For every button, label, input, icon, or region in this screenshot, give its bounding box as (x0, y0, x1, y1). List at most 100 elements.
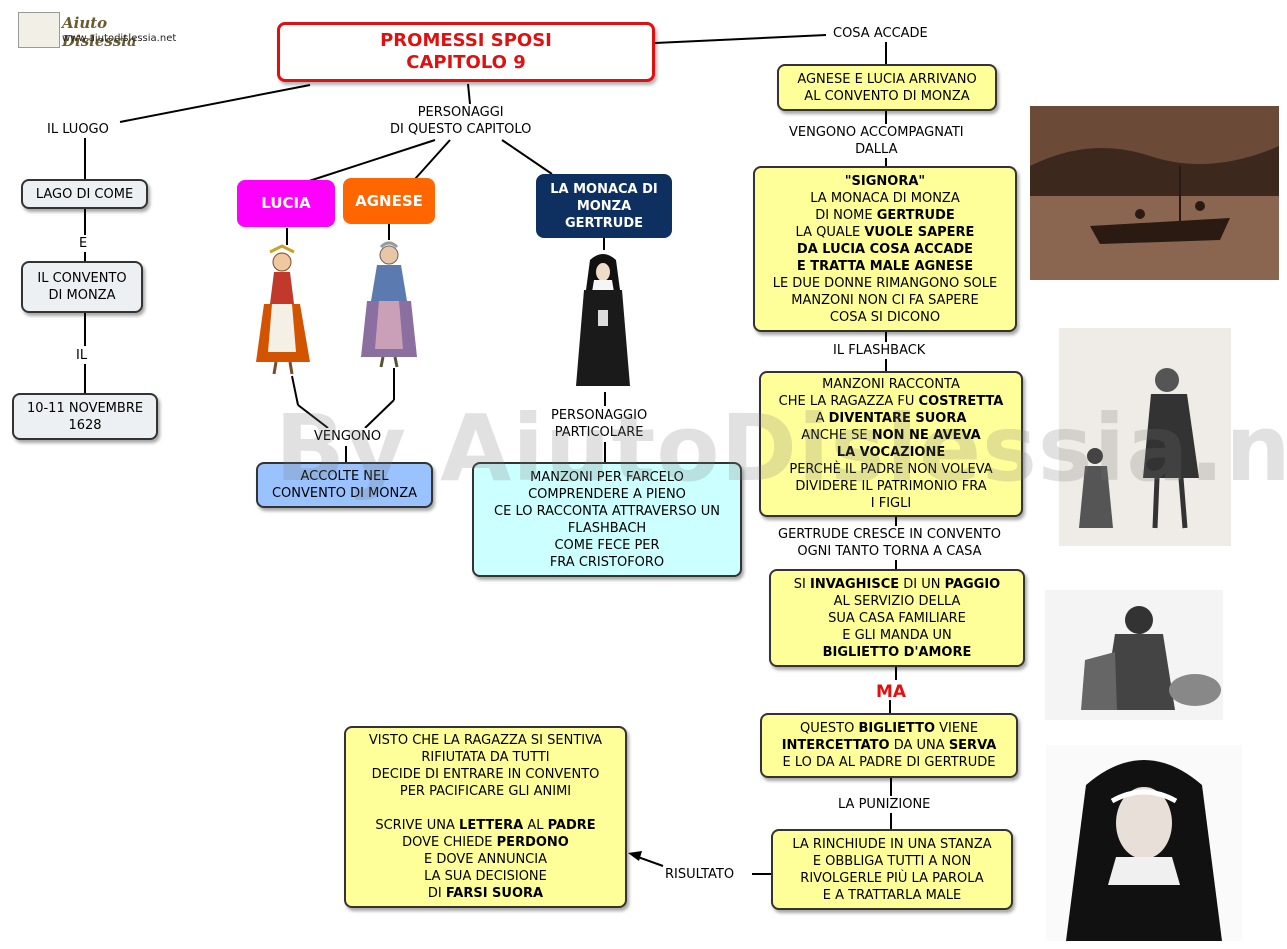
visto-node: VISTO CHE LA RAGAZZA SI SENTIVA RIFIUTAT… (344, 726, 627, 908)
biglietto-line-1a: QUESTO (799, 721, 859, 736)
particolare-line-2: PARTICOLARE (554, 425, 644, 440)
racconta-line-3a: A (815, 411, 829, 426)
racconta-line-8: I FIGLI (870, 496, 912, 511)
vengono-label: VENGONO (314, 428, 382, 445)
particolare-label: PERSONAGGIO PARTICOLARE (551, 407, 648, 441)
arrivano-line-2: AL CONVENTO DI MONZA (804, 88, 970, 104)
invaghisce-line-2: AL SERVIZIO DELLA (833, 593, 961, 609)
racconta-line-7: DIVIDERE IL PATRIMONIO FRA (795, 479, 987, 494)
punizione-label: LA PUNIZIONE (838, 796, 931, 813)
luogo-label: IL LUOGO (47, 121, 109, 138)
book-icon (18, 12, 60, 48)
racconta-line-4b: NON NE AVEVA (871, 428, 981, 443)
manzoni-line-1: MANZONI PER FARCELO (530, 469, 684, 485)
visto-line-5c: AL (523, 818, 548, 833)
manzoni-line-3: CE LO RACCONTA ATTRAVERSO UN (494, 503, 720, 519)
racconta-line-6: PERCHÈ IL PADRE NON VOLEVA (789, 462, 993, 477)
visto-line-4: PER PACIFICARE GLI ANIMI (399, 784, 572, 799)
signora-line-5: DA LUCIA COSA ACCADE (796, 241, 974, 257)
invaghisce-node: SI INVAGHISCE DI UN PAGGIO AL SERVIZIO D… (769, 569, 1025, 667)
monaca-line-2: MONZA (576, 198, 632, 214)
invaghisce-line-3: SUA CASA FAMILIARE (828, 610, 966, 626)
visto-line-8: LA SUA DECISIONE (424, 869, 547, 884)
racconta-node: MANZONI RACCONTA CHE LA RAGAZZA FU COSTR… (759, 371, 1023, 517)
accompagnati-line-1: VENGONO ACCOMPAGNATI (789, 125, 964, 140)
visto-line-5d: PADRE (547, 818, 596, 833)
biglietto-line-2b: DA UNA (889, 738, 949, 753)
date-line-1: 10-11 NOVEMBRE (26, 400, 144, 416)
visto-line-3: DECIDE DI ENTRARE IN CONVENTO (371, 767, 600, 782)
date-node: 10-11 NOVEMBRE 1628 (12, 393, 158, 440)
monaca-node: LA MONACA DI MONZA GERTRUDE (536, 174, 672, 238)
lucia-node: LUCIA (237, 180, 335, 227)
lake-boat-illustration (1030, 106, 1279, 280)
visto-line-6a: DOVE CHIEDE (402, 835, 497, 850)
visto-line-7: E DOVE ANNUNCIA (424, 852, 547, 867)
lucia-illustration (256, 244, 310, 375)
map-title: PROMESSI SPOSI CAPITOLO 9 (277, 22, 655, 82)
monaca-line-3: GERTRUDE (564, 215, 644, 231)
invaghisce-line-1b: INVAGHISCE (809, 576, 900, 592)
monaca-illustration (576, 254, 630, 386)
particolare-line-1: PERSONAGGIO (551, 408, 648, 423)
site-logo: Aiuto Dislessia www.aiutodislessia.net (18, 12, 176, 50)
manzoni-line-4: FLASHBACH (567, 520, 647, 536)
title-line-1: PROMESSI SPOSI (380, 30, 552, 51)
signora-line-2: LA MONACA DI MONZA (810, 190, 960, 206)
signora-line-1: "SIGNORA" (844, 173, 926, 189)
agnese-illustration (361, 241, 417, 368)
signora-line-4a: LA QUALE (795, 224, 865, 240)
logo-name: Aiuto Dislessia (62, 14, 137, 50)
cresce-label: GERTRUDE CRESCE IN CONVENTO OGNI TANTO T… (778, 526, 1001, 560)
date-line-2: 1628 (68, 417, 102, 433)
manzoni-node: MANZONI PER FARCELO COMPRENDERE A PIENO … (472, 462, 742, 577)
racconta-line-2b: COSTRETTA (918, 394, 1004, 409)
racconta-line-3b: DIVENTARE SUORA (828, 411, 967, 426)
title-line-2: CAPITOLO 9 (406, 52, 526, 73)
visto-line-5b: LETTERA (459, 818, 524, 833)
lago-node: LAGO DI COME (21, 179, 148, 209)
biglietto-line-1c: VIENE (935, 721, 979, 736)
rinchiude-line-2: E OBBLIGA TUTTI A NON (812, 853, 972, 869)
biglietto-line-2a: INTERCETTATO (781, 738, 890, 753)
flashback-label: IL FLASHBACK (833, 342, 926, 359)
rinchiude-line-1: LA RINCHIUDE IN UNA STANZA (792, 836, 992, 852)
accolte-line-1: ACCOLTE NEL (300, 469, 389, 484)
signora-node: "SIGNORA" LA MONACA DI MONZA DI NOME GER… (753, 166, 1017, 332)
invaghisce-line-5: BIGLIETTO D'AMORE (822, 644, 972, 660)
signora-line-9: COSA SI DICONO (829, 309, 941, 325)
manzoni-line-6: FRA CRISTOFORO (549, 554, 665, 570)
accolte-node: ACCOLTE NEL CONVENTO DI MONZA (256, 462, 433, 508)
arrivano-node: AGNESE E LUCIA ARRIVANO AL CONVENTO DI M… (777, 64, 997, 111)
rinchiude-line-4: E A TRATTARLA MALE (822, 887, 962, 903)
cosa-label: COSA ACCADE (833, 25, 928, 42)
logo-url: www.aiutodislessia.net (62, 33, 177, 44)
manzoni-line-5: COME FECE PER (554, 537, 660, 553)
accompagnati-label: VENGONO ACCOMPAGNATI DALLA (789, 124, 964, 158)
visto-line-1: VISTO CHE LA RAGAZZA SI SENTIVA (368, 733, 603, 748)
gertrude-portrait-illustration (1046, 745, 1242, 941)
invaghisce-line-1d: PAGGIO (944, 576, 1001, 592)
invaghisce-line-1a: SI (793, 576, 810, 592)
convento-node: IL CONVENTO DI MONZA (21, 261, 143, 313)
cresce-line-1: GERTRUDE CRESCE IN CONVENTO (778, 527, 1001, 542)
biglietto-line-2c: SERVA (948, 738, 997, 753)
agnese-node: AGNESE (343, 178, 435, 224)
page-love-illustration (1045, 590, 1223, 720)
personaggi-label: PERSONAGGI DI QUESTO CAPITOLO (390, 104, 532, 138)
signora-line-6: E TRATTA MALE AGNESE (796, 258, 974, 274)
visto-line-6b: PERDONO (496, 835, 569, 850)
personaggi-line-2: DI QUESTO CAPITOLO (390, 122, 532, 137)
accompagnati-line-2: DALLA (855, 142, 898, 157)
racconta-line-1: MANZONI RACCONTA (822, 377, 960, 392)
signora-line-3a: DI NOME (815, 207, 877, 223)
convento-line-2: DI MONZA (48, 288, 116, 303)
visto-line-9a: DI (427, 886, 446, 901)
rinchiude-line-3: RIVOLGERLE PIÙ LA PAROLA (800, 870, 984, 886)
personaggi-line-1: PERSONAGGI (417, 105, 504, 120)
lago-text: LAGO DI COME (35, 186, 134, 202)
arrivano-line-1: AGNESE E LUCIA ARRIVANO (797, 71, 977, 87)
invaghisce-line-1c: DI UN (899, 576, 945, 592)
signora-line-8: MANZONI NON CI FA SAPERE (791, 292, 979, 308)
